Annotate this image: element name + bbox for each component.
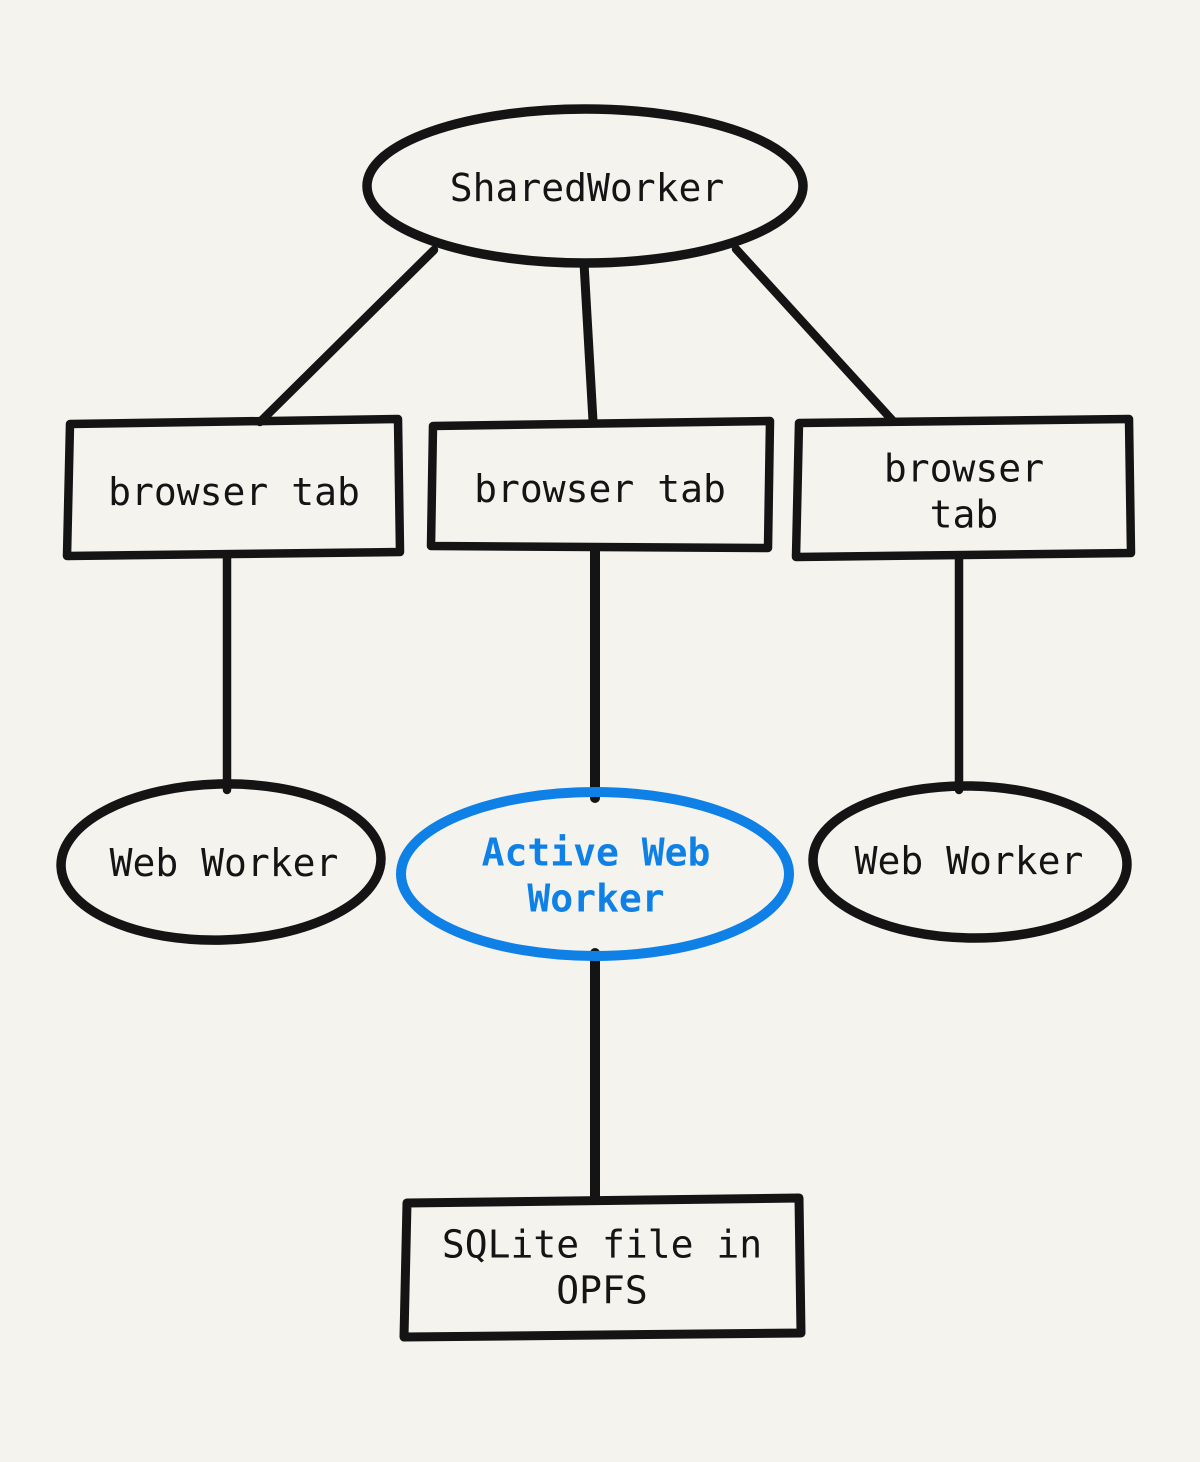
node-active-webworker-shape	[396, 787, 794, 961]
node-webworker-left-label: Web Worker	[109, 840, 339, 885]
node-sqlite-shape	[399, 1193, 806, 1342]
node-webworker-right-label: Web Worker	[854, 838, 1084, 883]
node-webworker-left-shape	[56, 779, 386, 945]
node-browser-tab-3-label: browser tab	[883, 446, 1045, 537]
edge-sharedworker-tab2	[579, 258, 598, 426]
node-sqlite-label: SQLite file in OPFS	[441, 1222, 763, 1313]
node-browser-tab-3-shape	[791, 414, 1136, 562]
node-browser-tab-2-shape	[426, 416, 775, 553]
node-sharedworker-label: SharedWorker	[449, 165, 725, 210]
node-sharedworker-shape	[362, 104, 808, 268]
edge-sharedworker-tab3	[731, 244, 898, 426]
node-webworker-right-shape	[808, 781, 1132, 943]
node-browser-tab-1-shape	[62, 414, 405, 561]
edge-sharedworker-tab1	[255, 245, 439, 427]
node-browser-tab-2-label: browser tab	[474, 466, 726, 511]
node-browser-tab-1-label: browser tab	[108, 469, 360, 514]
node-active-webworker-label: Active Web Worker	[481, 830, 711, 921]
